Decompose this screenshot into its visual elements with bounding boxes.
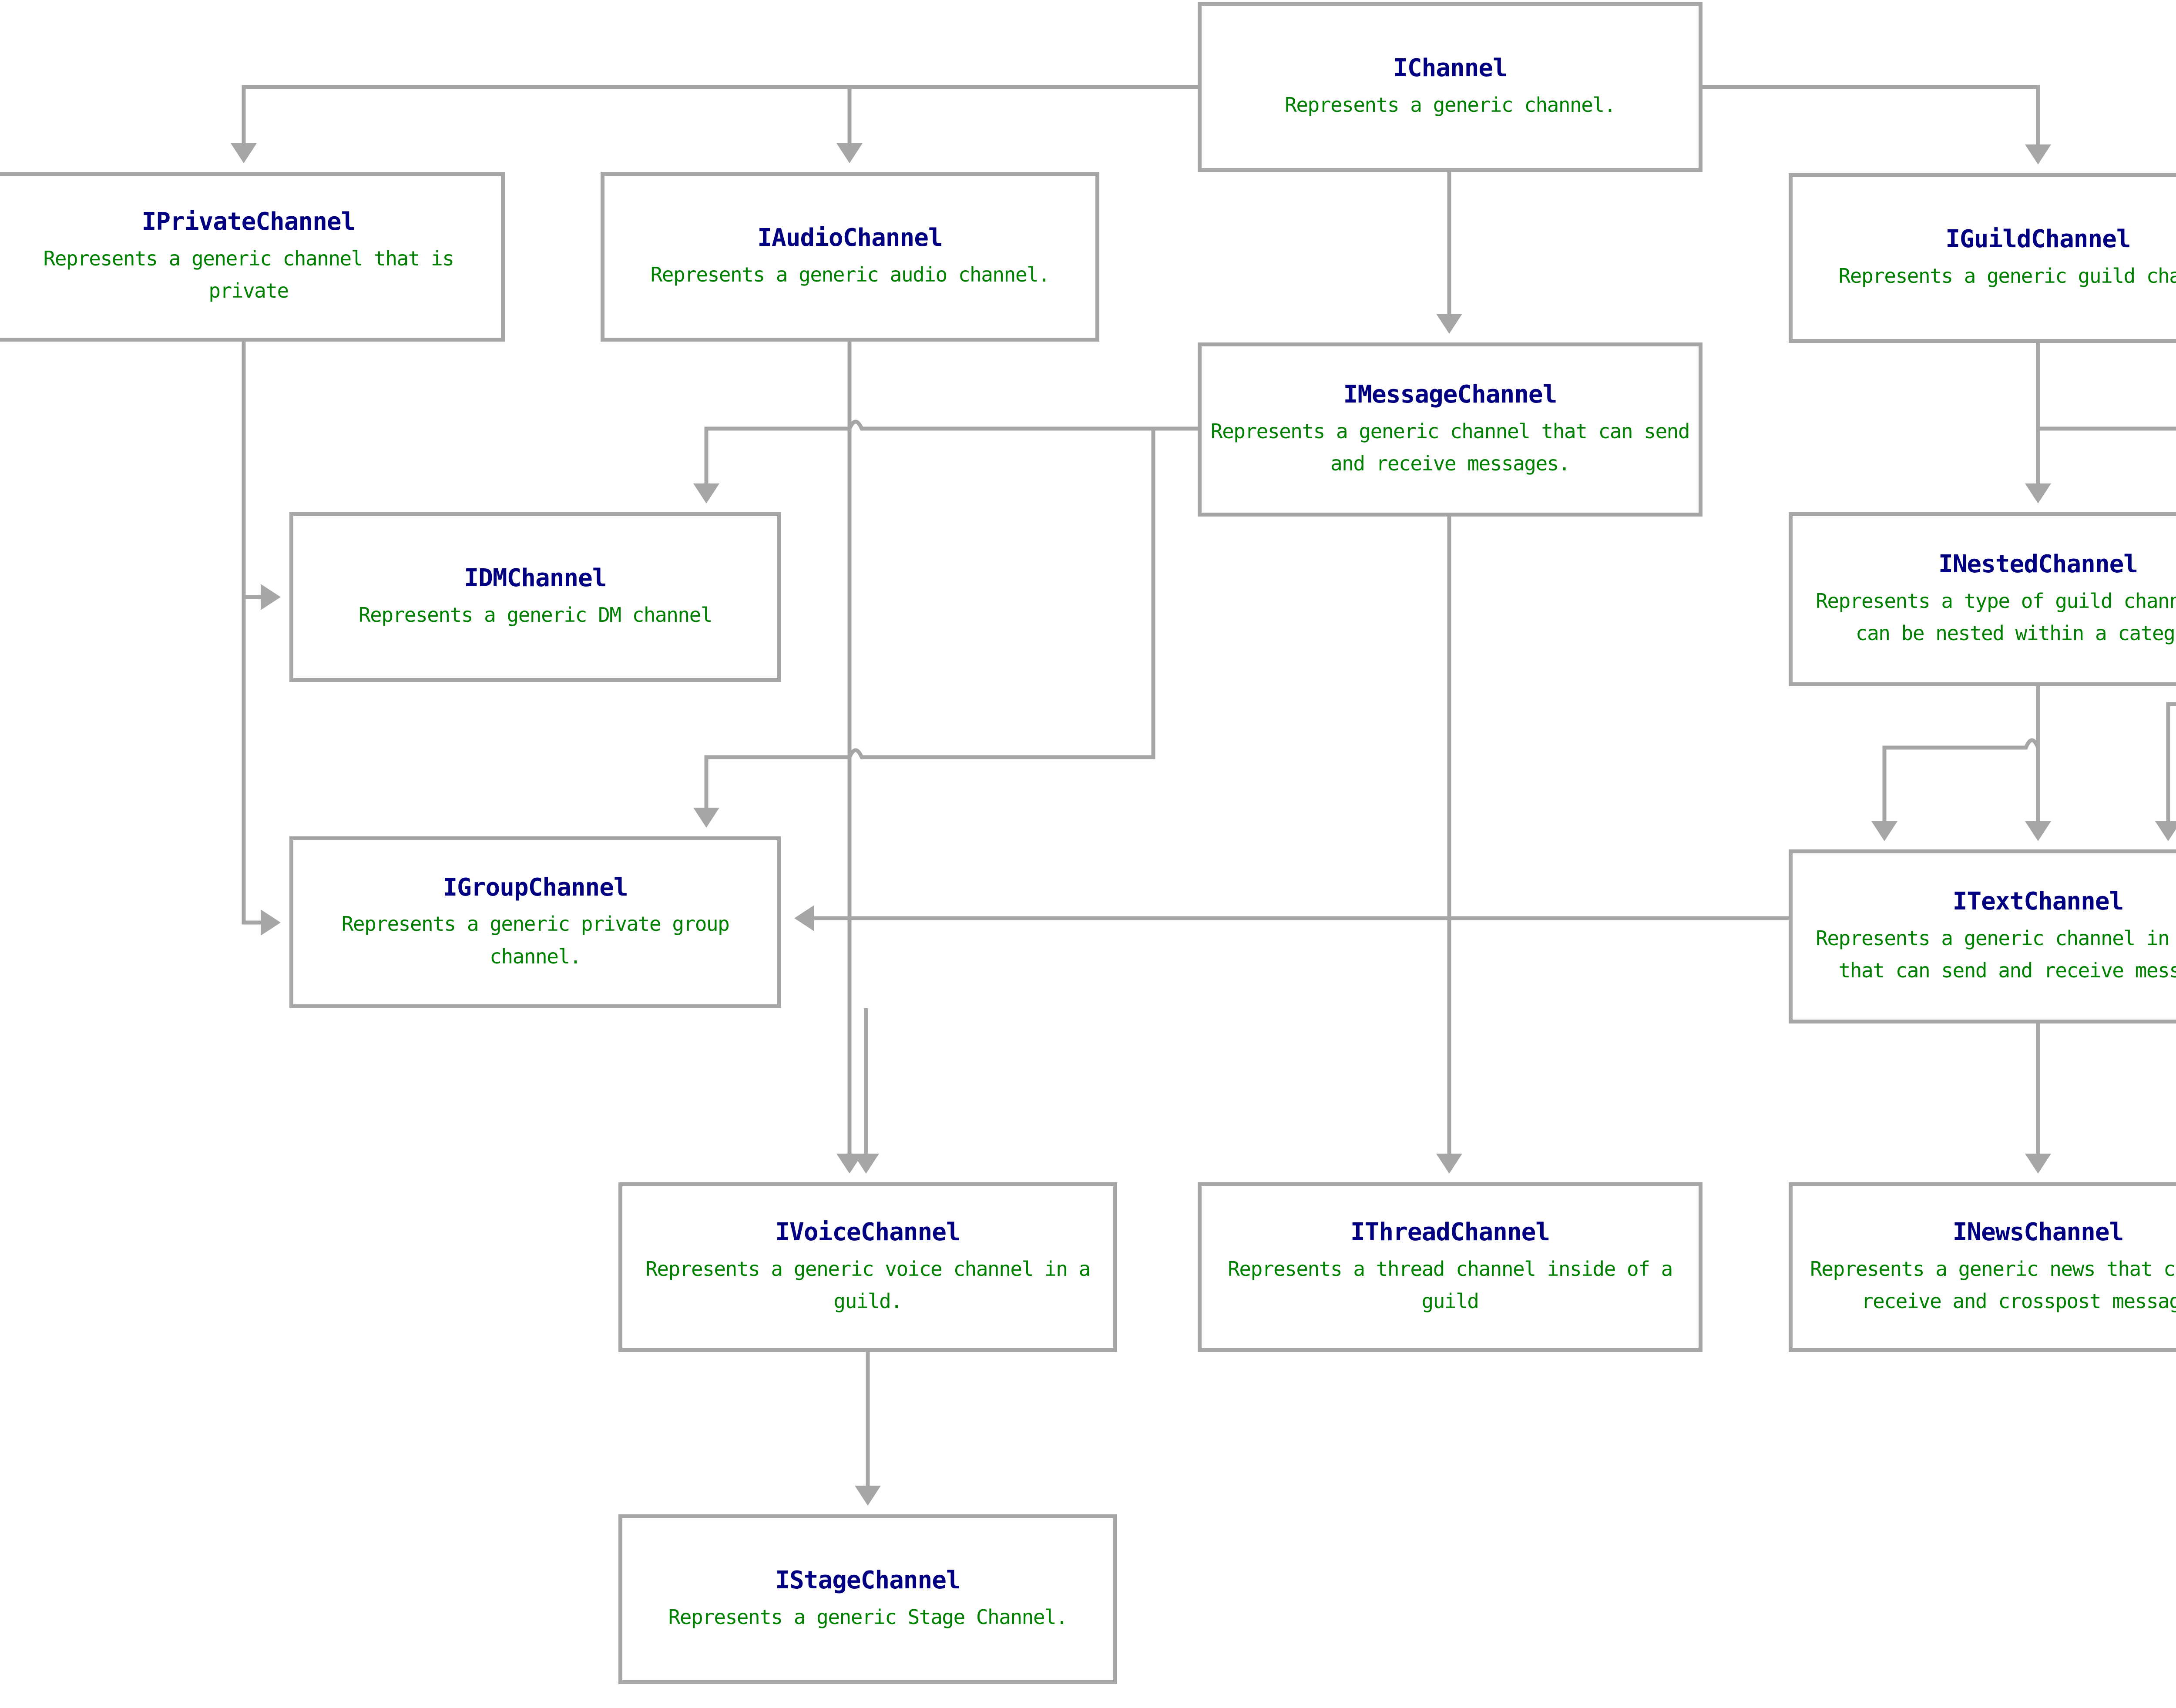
class-node-title: ITextChannel <box>1952 887 2124 916</box>
edge-iguildchannel-iintegrationchannel <box>2038 426 2176 431</box>
class-node-description: Represents a generic news that can send,… <box>1810 1257 2176 1313</box>
edge-iintegrationchannel-iforumchannel <box>2155 702 2176 841</box>
class-node-title: IStageChannel <box>775 1566 960 1595</box>
class-node-title: INewsChannel <box>1952 1218 2124 1247</box>
class-node-description: Represents a generic Stage Channel. <box>668 1605 1068 1629</box>
edge-ichannel-iprivatechannel <box>231 85 1198 163</box>
class-node-title: IThreadChannel <box>1350 1218 1550 1247</box>
class-node-title: IChannel <box>1393 54 1508 83</box>
class-node-description: Represents a generic channel. <box>1285 93 1616 117</box>
edge-iprivatechannel-idmchannel <box>242 342 281 610</box>
class-node-description: Represents a generic DM channel <box>358 603 713 627</box>
class-node-description: Represents a generic guild channel. <box>1838 264 2176 288</box>
edge-ichannel-iguildchannel <box>1703 85 2051 164</box>
edge-iprivatechannel-igroupchannel <box>242 342 281 936</box>
class-node-title: IGuildChannel <box>1945 225 2131 254</box>
class-node-description: Represents a generic channel that can se… <box>1210 419 1690 476</box>
class-node-description: Represents a generic private group chann… <box>341 912 730 968</box>
class-node-description: Represents a thread channel inside of a … <box>1228 1257 1673 1313</box>
edge-ichannel-iaudiochannel <box>836 85 1198 163</box>
class-node-title: IPrivateChannel <box>141 208 356 236</box>
class-node-title: INestedChannel <box>1938 550 2138 579</box>
class-node-title: IAudioChannel <box>757 224 943 252</box>
class-node-description: Represents a generic audio channel. <box>650 263 1050 287</box>
class-node-title: IVoiceChannel <box>775 1218 960 1247</box>
class-node-description: Represents a generic channel that is pri… <box>43 246 455 303</box>
class-node-title: IMessageChannel <box>1343 380 1558 409</box>
class-node-title: IGroupChannel <box>443 873 628 902</box>
edge-imessagechannel-idmchannel <box>693 419 1198 503</box>
edge-inestedchannel-iforumchannel <box>1871 738 2040 841</box>
class-node-title: IDMChannel <box>464 564 607 593</box>
class-node-description: Represents a generic channel in a guild … <box>1816 926 2176 983</box>
class-node-description: Represents a type of guild channel that … <box>1816 589 2176 645</box>
class-node-description: Represents a generic voice channel in a … <box>645 1257 1091 1313</box>
